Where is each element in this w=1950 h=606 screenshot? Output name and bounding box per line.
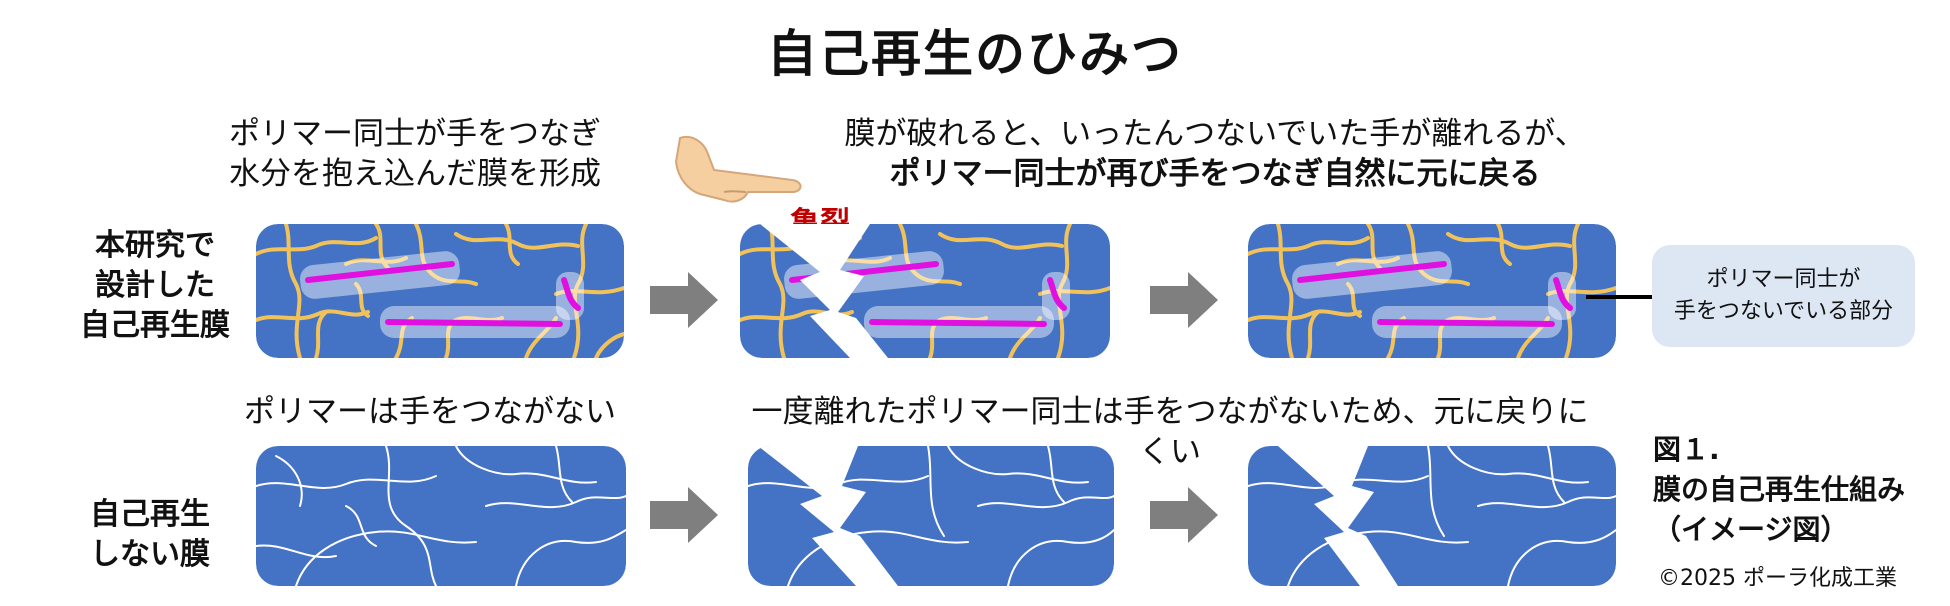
figure-caption: 図１. 膜の自己再生仕組み （イメージ図） bbox=[1653, 430, 1905, 550]
healing-membrane-intact bbox=[256, 224, 624, 358]
crack-shape bbox=[1278, 446, 1398, 586]
row-label-line: 本研究で bbox=[95, 228, 215, 263]
row-label-line: しない膜 bbox=[90, 537, 210, 572]
caption-line: 水分を抱え込んだ膜を形成 bbox=[229, 156, 601, 192]
crack-shape bbox=[760, 224, 888, 358]
row-label-line: 設計した bbox=[95, 268, 215, 303]
plain-membrane-still-cracked bbox=[1248, 446, 1616, 586]
bottom-left-caption: ポリマーは手をつながない bbox=[244, 394, 616, 430]
caption-line: ポリマー同士が手をつなぎ bbox=[229, 116, 601, 152]
figure-caption-line: 膜の自己再生仕組み bbox=[1653, 473, 1906, 506]
figure-caption-line: 図１. bbox=[1653, 433, 1720, 466]
bottom-right-caption: 一度離れたポリマー同士は手をつながないため、元に戻りにくい bbox=[751, 394, 1589, 470]
row-label-line: 自己再生 bbox=[90, 497, 210, 532]
callout-box: ポリマー同士が 手をつないでいる部分 bbox=[1652, 245, 1915, 347]
crack-shape bbox=[758, 446, 898, 586]
plain-membrane-intact bbox=[256, 446, 626, 586]
arrow-right-icon bbox=[650, 272, 718, 328]
caption-line: 膜が破れると、いったんつないでいた手が離れるが、 bbox=[844, 116, 1586, 152]
callout-line-text: ポリマー同士が bbox=[1706, 267, 1861, 292]
page-title: 自己再生のひみつ bbox=[767, 25, 1183, 83]
arrow-right-icon bbox=[1150, 487, 1218, 543]
plain-membrane-cracked bbox=[748, 446, 1114, 586]
top-right-caption: 膜が破れると、いったんつないでいた手が離れるが、 ポリマー同士が再び手をつなぎ自… bbox=[825, 114, 1605, 194]
copyright: ©2025 ポーラ化成工業 bbox=[1658, 566, 1897, 591]
row2-label: 自己再生 しない膜 bbox=[60, 495, 240, 575]
hand-icon bbox=[674, 136, 802, 203]
top-left-caption: ポリマー同士が手をつなぎ 水分を抱え込んだ膜を形成 bbox=[200, 114, 630, 194]
figure-caption-line: （イメージ図） bbox=[1653, 513, 1849, 546]
arrow-right-icon bbox=[1150, 272, 1218, 328]
healing-membrane-recovered bbox=[1248, 224, 1616, 358]
healing-membrane-cracked bbox=[740, 224, 1110, 358]
arrow-right-icon bbox=[650, 487, 718, 543]
row1-label: 本研究で 設計した 自己再生膜 bbox=[55, 226, 255, 346]
polymers bbox=[305, 261, 581, 327]
row-label-line: 自己再生膜 bbox=[80, 308, 230, 343]
callout-line bbox=[1586, 295, 1652, 299]
callout-line-text: 手をつないでいる部分 bbox=[1673, 299, 1894, 324]
caption-line-bold: ポリマー同士が再び手をつなぎ自然に元に戻る bbox=[889, 156, 1541, 192]
